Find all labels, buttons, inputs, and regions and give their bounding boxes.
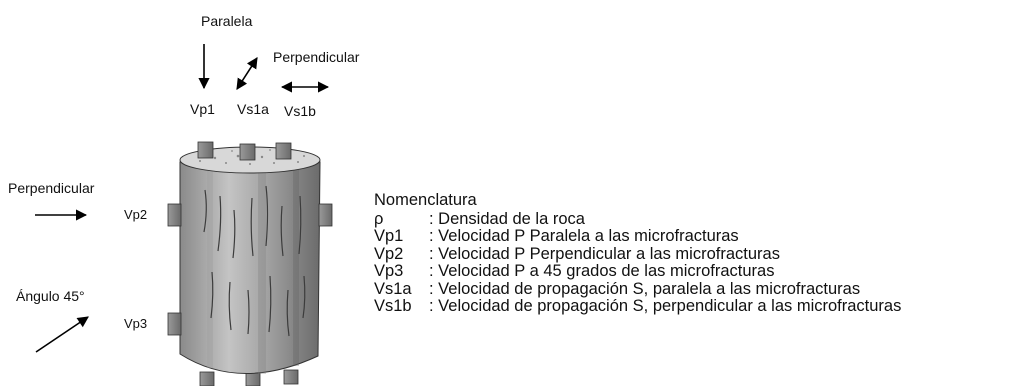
legend-text: : Velocidad P Perpendicular a las microf…	[429, 244, 780, 263]
legend-symbol: Vs1b	[374, 297, 412, 315]
legend-symbol: Vs1a	[374, 279, 412, 298]
legend-symbol: Vp1	[374, 227, 404, 245]
side-sensors	[167, 203, 333, 336]
perpendicular-top-arrow	[236, 57, 258, 90]
top-sensors	[197, 141, 292, 161]
angulo-45-label: Ángulo 45°	[16, 288, 85, 304]
legend-title: Nomenclatura	[374, 191, 477, 209]
legend-row: Vp3 : Velocidad P a 45 grados de las mic…	[374, 262, 901, 281]
angle-45-arrow	[35, 316, 89, 353]
legend-row: Vp1 : Velocidad P Paralela a las microfr…	[374, 227, 901, 246]
nomenclature-legend: Nomenclatura ρ : Densidad de la roca Vp1…	[374, 191, 902, 316]
vp2-label: Vp2	[124, 207, 148, 222]
vs1a-label: Vs1a	[237, 101, 269, 117]
vs1b-label: Vs1b	[284, 103, 316, 119]
legend-symbol: Vp2	[374, 244, 404, 263]
legend-text: : Velocidad de propagación S, perpendicu…	[429, 297, 902, 315]
legend-row: Vp2 : Velocidad P Perpendicular a las mi…	[374, 244, 901, 264]
microfractures	[203, 185, 306, 337]
paralela-label: Paralela	[201, 13, 253, 29]
vp1-label: Vp1	[190, 101, 215, 117]
legend-symbol: ρ	[374, 209, 384, 228]
legend-row: Vs1b : Velocidad de propagación S, perpe…	[374, 297, 902, 316]
rock-core-cylinder	[179, 146, 321, 374]
legend-text: : Densidad de la roca	[429, 209, 585, 228]
perpendicular-top-label: Perpendicular	[273, 49, 360, 65]
legend-text: : Velocidad de propagación S, paralela a…	[429, 279, 861, 298]
legend-symbol: Vp3	[374, 262, 404, 280]
legend-row: Vs1a : Velocidad de propagación S, paral…	[374, 279, 901, 299]
legend-row: ρ : Densidad de la roca	[374, 209, 901, 229]
vp3-label: Vp3	[124, 316, 148, 331]
legend-text: : Velocidad P a 45 grados de las microfr…	[429, 262, 775, 280]
perpendicular-left-label: Perpendicular	[8, 180, 95, 196]
legend-text: : Velocidad P Paralela a las microfractu…	[429, 227, 739, 245]
